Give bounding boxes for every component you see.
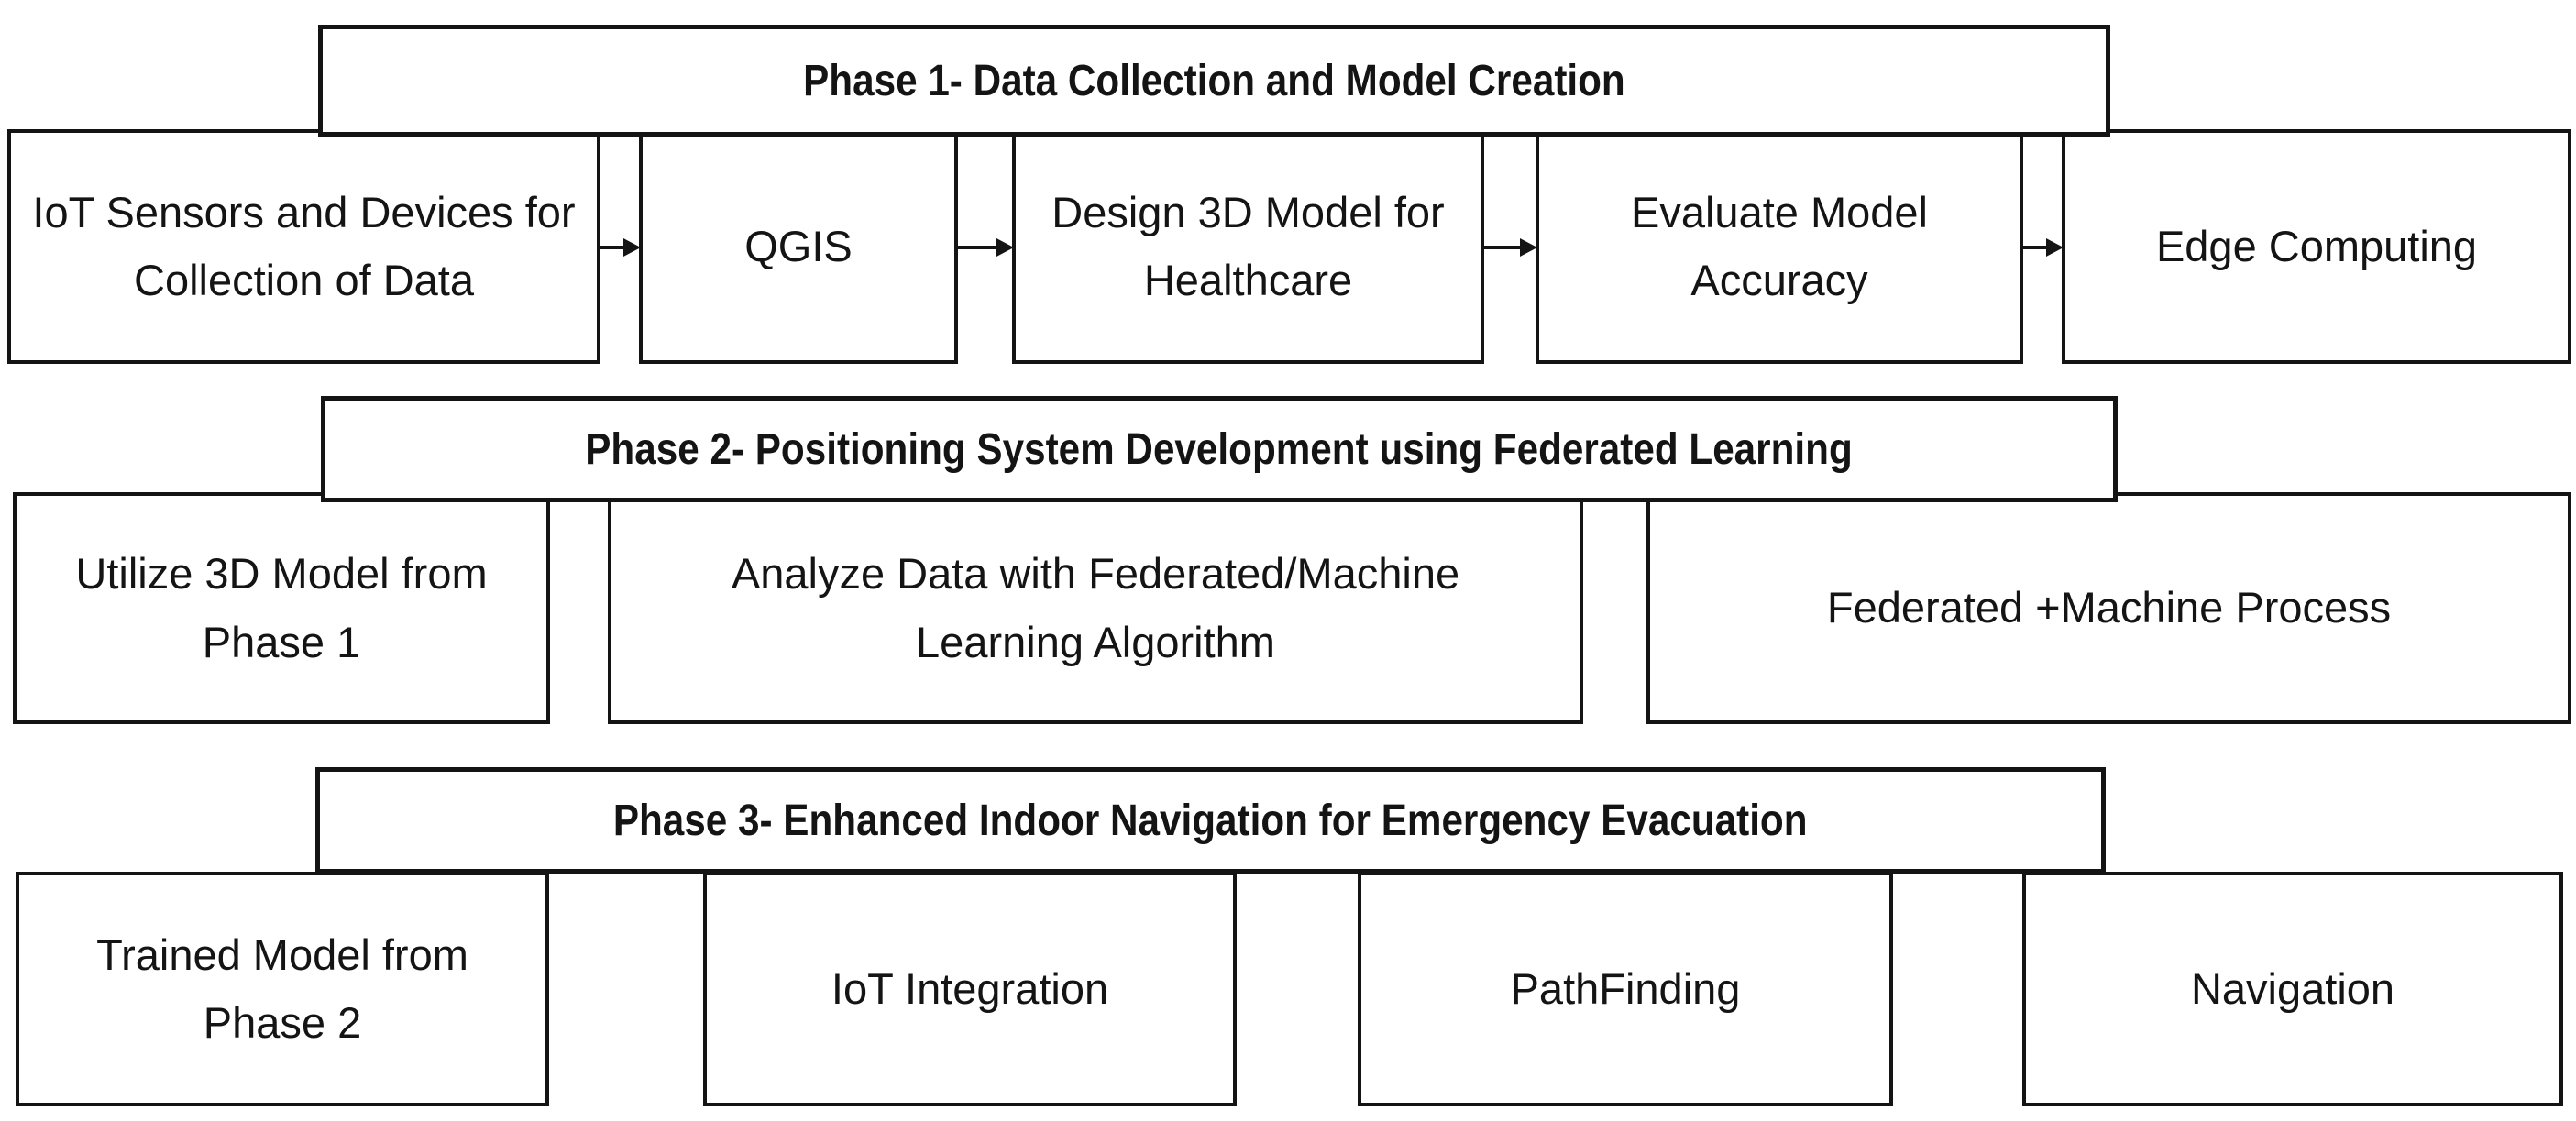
arrow-right-icon [1482,231,1537,264]
step-label: Trained Model from Phase 2 [96,929,468,1047]
step-label: Utilize 3D Model from Phase 1 [75,549,488,666]
arrow-right-icon [599,231,641,264]
step-label: IoT Integration [831,963,1109,1013]
step-box-trained-model: Trained Model from Phase 2 [16,872,549,1106]
step-label: Analyze Data with Federated/Machine Lear… [731,549,1460,666]
step-label: Design 3D Model for Healthcare [1051,187,1445,304]
step-box-qgis: QGIS [639,129,958,364]
arrow-right-icon [2021,231,2064,264]
step-box-pathfinding: PathFinding [1358,872,1893,1106]
step-label: Edge Computing [2155,221,2478,270]
step-box-federated-machine-process: Federated +Machine Process [1646,492,2571,724]
arrow-right-icon [956,231,1014,264]
phase-3-title: Phase 3- Enhanced Indoor Navigation for … [613,796,1808,845]
step-box-iot-sensors-devices: IoT Sensors and Devices for Collection o… [7,129,600,364]
step-label: Federated +Machine Process [1826,583,2392,632]
step-box-edge-computing: Edge Computing [2062,129,2571,364]
step-box-iot-integration: IoT Integration [703,872,1237,1106]
phase-1-title-box: Phase 1- Data Collection and Model Creat… [318,25,2110,137]
step-box-evaluate-model-accuracy: Evaluate Model Accuracy [1536,129,2023,364]
step-box-design-3d-model: Design 3D Model for Healthcare [1012,129,1484,364]
step-label: PathFinding [1510,963,1741,1013]
step-box-analyze-data-federated: Analyze Data with Federated/Machine Lear… [608,492,1583,724]
phase-3-title-box: Phase 3- Enhanced Indoor Navigation for … [315,767,2106,874]
step-box-utilize-3d-model: Utilize 3D Model from Phase 1 [13,492,550,724]
step-label: IoT Sensors and Devices for Collection o… [32,187,576,304]
step-label: QGIS [744,221,853,270]
step-label: Evaluate Model Accuracy [1631,187,1928,304]
step-box-navigation: Navigation [2022,872,2563,1106]
phase-2-title: Phase 2- Positioning System Development … [585,424,1854,474]
step-label: Navigation [2190,963,2395,1013]
phase-2-title-box: Phase 2- Positioning System Development … [321,396,2118,502]
phase-1-title: Phase 1- Data Collection and Model Creat… [803,56,1625,105]
